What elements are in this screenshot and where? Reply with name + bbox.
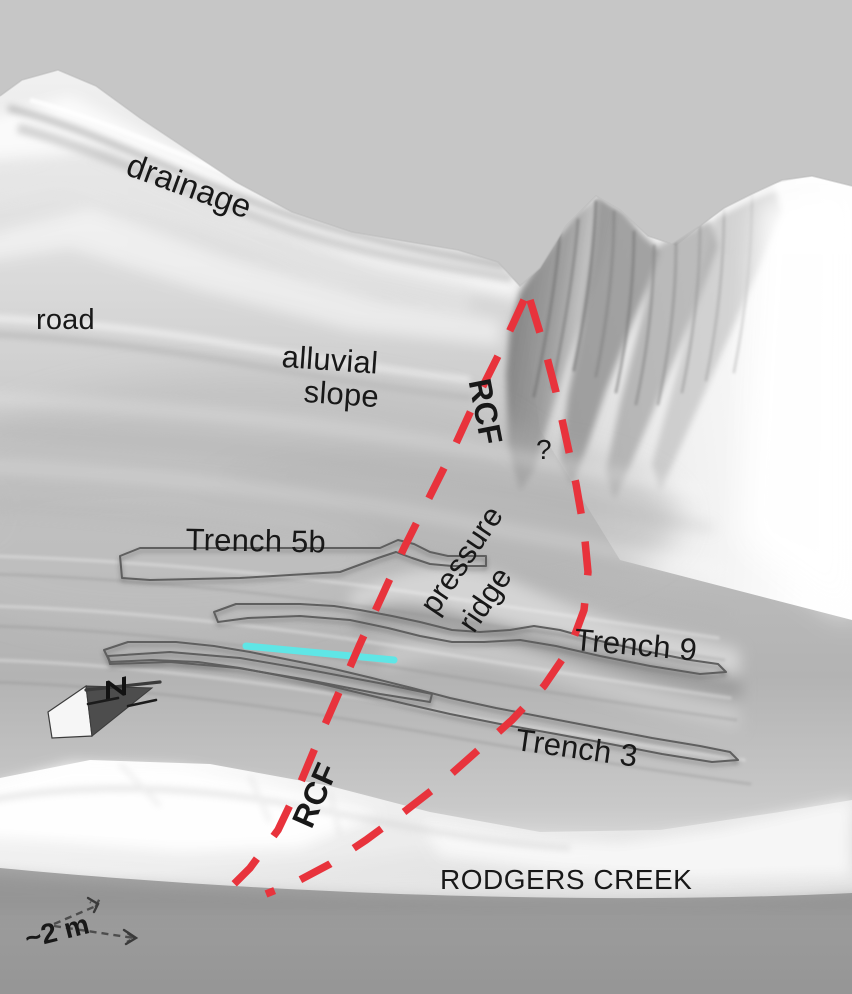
north-arrow-icon bbox=[47, 676, 162, 739]
trench-outline-secondary bbox=[107, 651, 433, 703]
trench-outline-5b bbox=[119, 539, 487, 581]
label-alluvial: alluvial bbox=[280, 339, 380, 381]
fault-rcf-west bbox=[213, 298, 528, 905]
right-ridge bbox=[506, 176, 852, 620]
trench-outline-9 bbox=[213, 603, 727, 675]
label-road: road bbox=[36, 304, 95, 336]
label-rodgers-creek: RODGERS CREEK bbox=[440, 864, 693, 895]
label-slope: slope bbox=[302, 374, 381, 415]
fault-rcf-east bbox=[264, 298, 592, 898]
dem-top-edge bbox=[0, 69, 852, 288]
label-trench-5b: Trench 5b bbox=[185, 522, 327, 560]
cyan-marker-line bbox=[242, 642, 398, 664]
label-fault-query: ? bbox=[536, 434, 552, 465]
